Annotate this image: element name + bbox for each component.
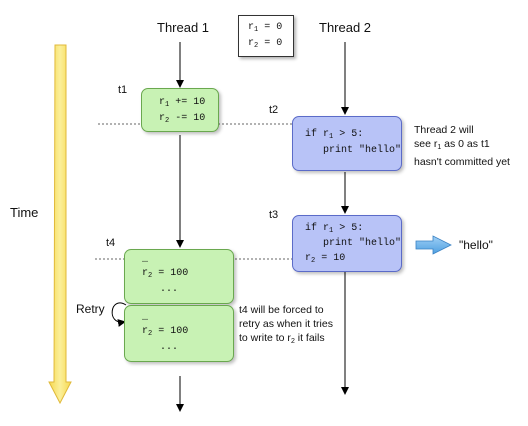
initial-vars-box: r1 = 0 r2 = 0: [238, 15, 294, 57]
t4-label: t4: [106, 237, 116, 249]
t2-label: t2: [269, 104, 279, 116]
note-t4-retry: t4 will be forced to retry as when it tr…: [239, 303, 333, 349]
t4-transaction-box-first-attempt: … r2 = 100 ...: [124, 249, 234, 304]
t2-line-1: if r1 > 5:: [305, 129, 364, 141]
note-t4-line-3: to write to r2 it fails: [239, 332, 325, 345]
t4a-line-2: r2 = 100: [142, 268, 189, 280]
t3-line-3: r2 = 10: [305, 253, 346, 265]
note-thread2-visibility: Thread 2 will see r1 as 0 as t1 hasn't c…: [414, 123, 510, 169]
t1-line-2: r2 -= 10: [159, 113, 206, 125]
t1-label: t1: [118, 84, 128, 96]
t4b-line-1: …: [142, 313, 149, 324]
initial-var-r1: r1 = 0: [248, 22, 283, 34]
note-t2-line-1: Thread 2 will: [414, 124, 474, 136]
time-label: Time: [10, 205, 39, 220]
t3-label: t3: [269, 209, 279, 221]
retry-loop-arrow: [111, 302, 127, 327]
t1-line-1: r1 += 10: [159, 97, 206, 109]
output-hello-label: "hello": [459, 238, 493, 252]
note-t2-line-2: see r1 as 0 as t1: [414, 138, 490, 151]
note-t4-line-1: t4 will be forced to: [239, 304, 324, 316]
t4a-line-3: ...: [142, 284, 179, 295]
t4b-line-3: ...: [142, 342, 179, 353]
t4b-line-2: r2 = 100: [142, 326, 189, 338]
t3-line-1: if r1 > 5:: [305, 223, 364, 235]
t4-transaction-box-retry: … r2 = 100 ...: [124, 305, 234, 362]
t4a-line-1: …: [142, 255, 149, 266]
t3-line-2: print "hello": [305, 238, 402, 249]
time-arrow: [48, 44, 72, 405]
thread1-header: Thread 1: [157, 20, 210, 35]
output-arrow: [415, 235, 452, 255]
t2-line-2: print "hello": [305, 145, 402, 156]
thread2-header: Thread 2: [319, 20, 372, 35]
retry-label: Retry: [76, 302, 105, 316]
t3-transaction-box: if r1 > 5: print "hello" r2 = 10: [292, 215, 402, 272]
note-t4-line-2: retry as when it tries: [239, 318, 333, 330]
note-t2-line-3: hasn't committed yet: [414, 156, 510, 168]
t1-transaction-box: r1 += 10 r2 -= 10: [141, 88, 219, 132]
initial-var-r2: r2 = 0: [248, 38, 283, 50]
t2-transaction-box: if r1 > 5: print "hello": [292, 116, 402, 171]
